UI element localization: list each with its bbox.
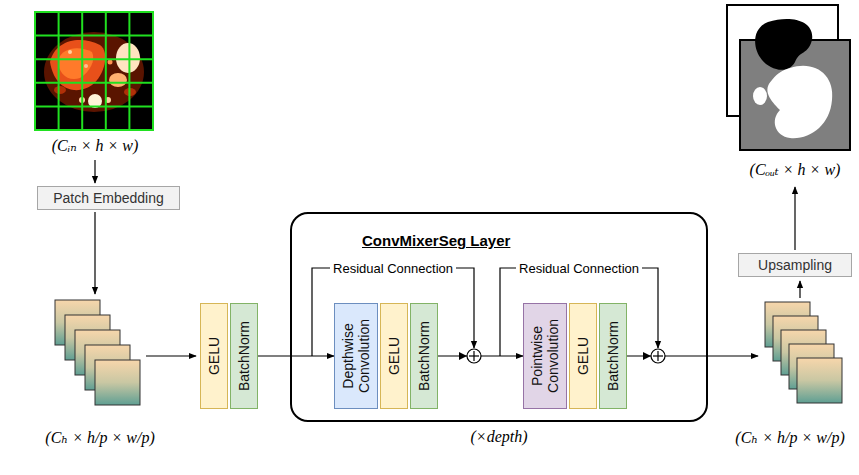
conv-box: Pointwise Convolution (523, 303, 567, 409)
activation-box: GELU (380, 303, 408, 409)
input-ct-image (35, 12, 153, 130)
box-label: BatchNorm (236, 308, 252, 404)
box-label: GELU (206, 308, 222, 404)
flow-arrow (95, 160, 800, 356)
box-label: Depthwise Convolution (340, 308, 372, 404)
sum-symbol (643, 349, 665, 363)
box-label: Patch Embedding (53, 190, 164, 206)
box-label: BatchNorm (416, 308, 432, 404)
box-label: Pointwise Convolution (529, 308, 561, 404)
dimension-label: (Cₒᵤₜ × h × w) (750, 160, 841, 179)
norm-box: BatchNorm (410, 303, 438, 409)
feature-map-stack (55, 300, 140, 405)
box-label: GELU (575, 308, 591, 404)
box-label: BatchNorm (605, 308, 621, 404)
activation-box: GELU (200, 303, 228, 409)
dimension-label: (Cᵢₙ × h × w) (52, 136, 139, 155)
process-box: Patch Embedding (37, 186, 180, 210)
box-label: GELU (386, 308, 402, 404)
repeat-label: (×depth) (471, 428, 528, 446)
residual-label: Residual Connection (516, 261, 642, 276)
dimension-label: (Cₕ × h/p × w/p) (735, 428, 844, 447)
box-label: Upsampling (758, 257, 832, 273)
conv-box: Depthwise Convolution (334, 303, 378, 409)
flow-connector (258, 355, 334, 356)
sum-symbol (459, 349, 481, 363)
layer-group: ConvMixerSeg LayerDepthwise Convolution G… (290, 212, 708, 422)
process-box: Upsampling (738, 253, 852, 277)
norm-box: BatchNorm (230, 303, 258, 409)
output-segmentation (727, 5, 850, 150)
feature-map-stack (765, 302, 842, 403)
residual-label: Residual Connection (330, 261, 456, 276)
activation-box: GELU (569, 303, 597, 409)
norm-box: BatchNorm (599, 303, 627, 409)
dimension-label: (Cₕ × h/p × w/p) (45, 428, 154, 447)
group-title: ConvMixerSeg Layer (362, 232, 510, 249)
